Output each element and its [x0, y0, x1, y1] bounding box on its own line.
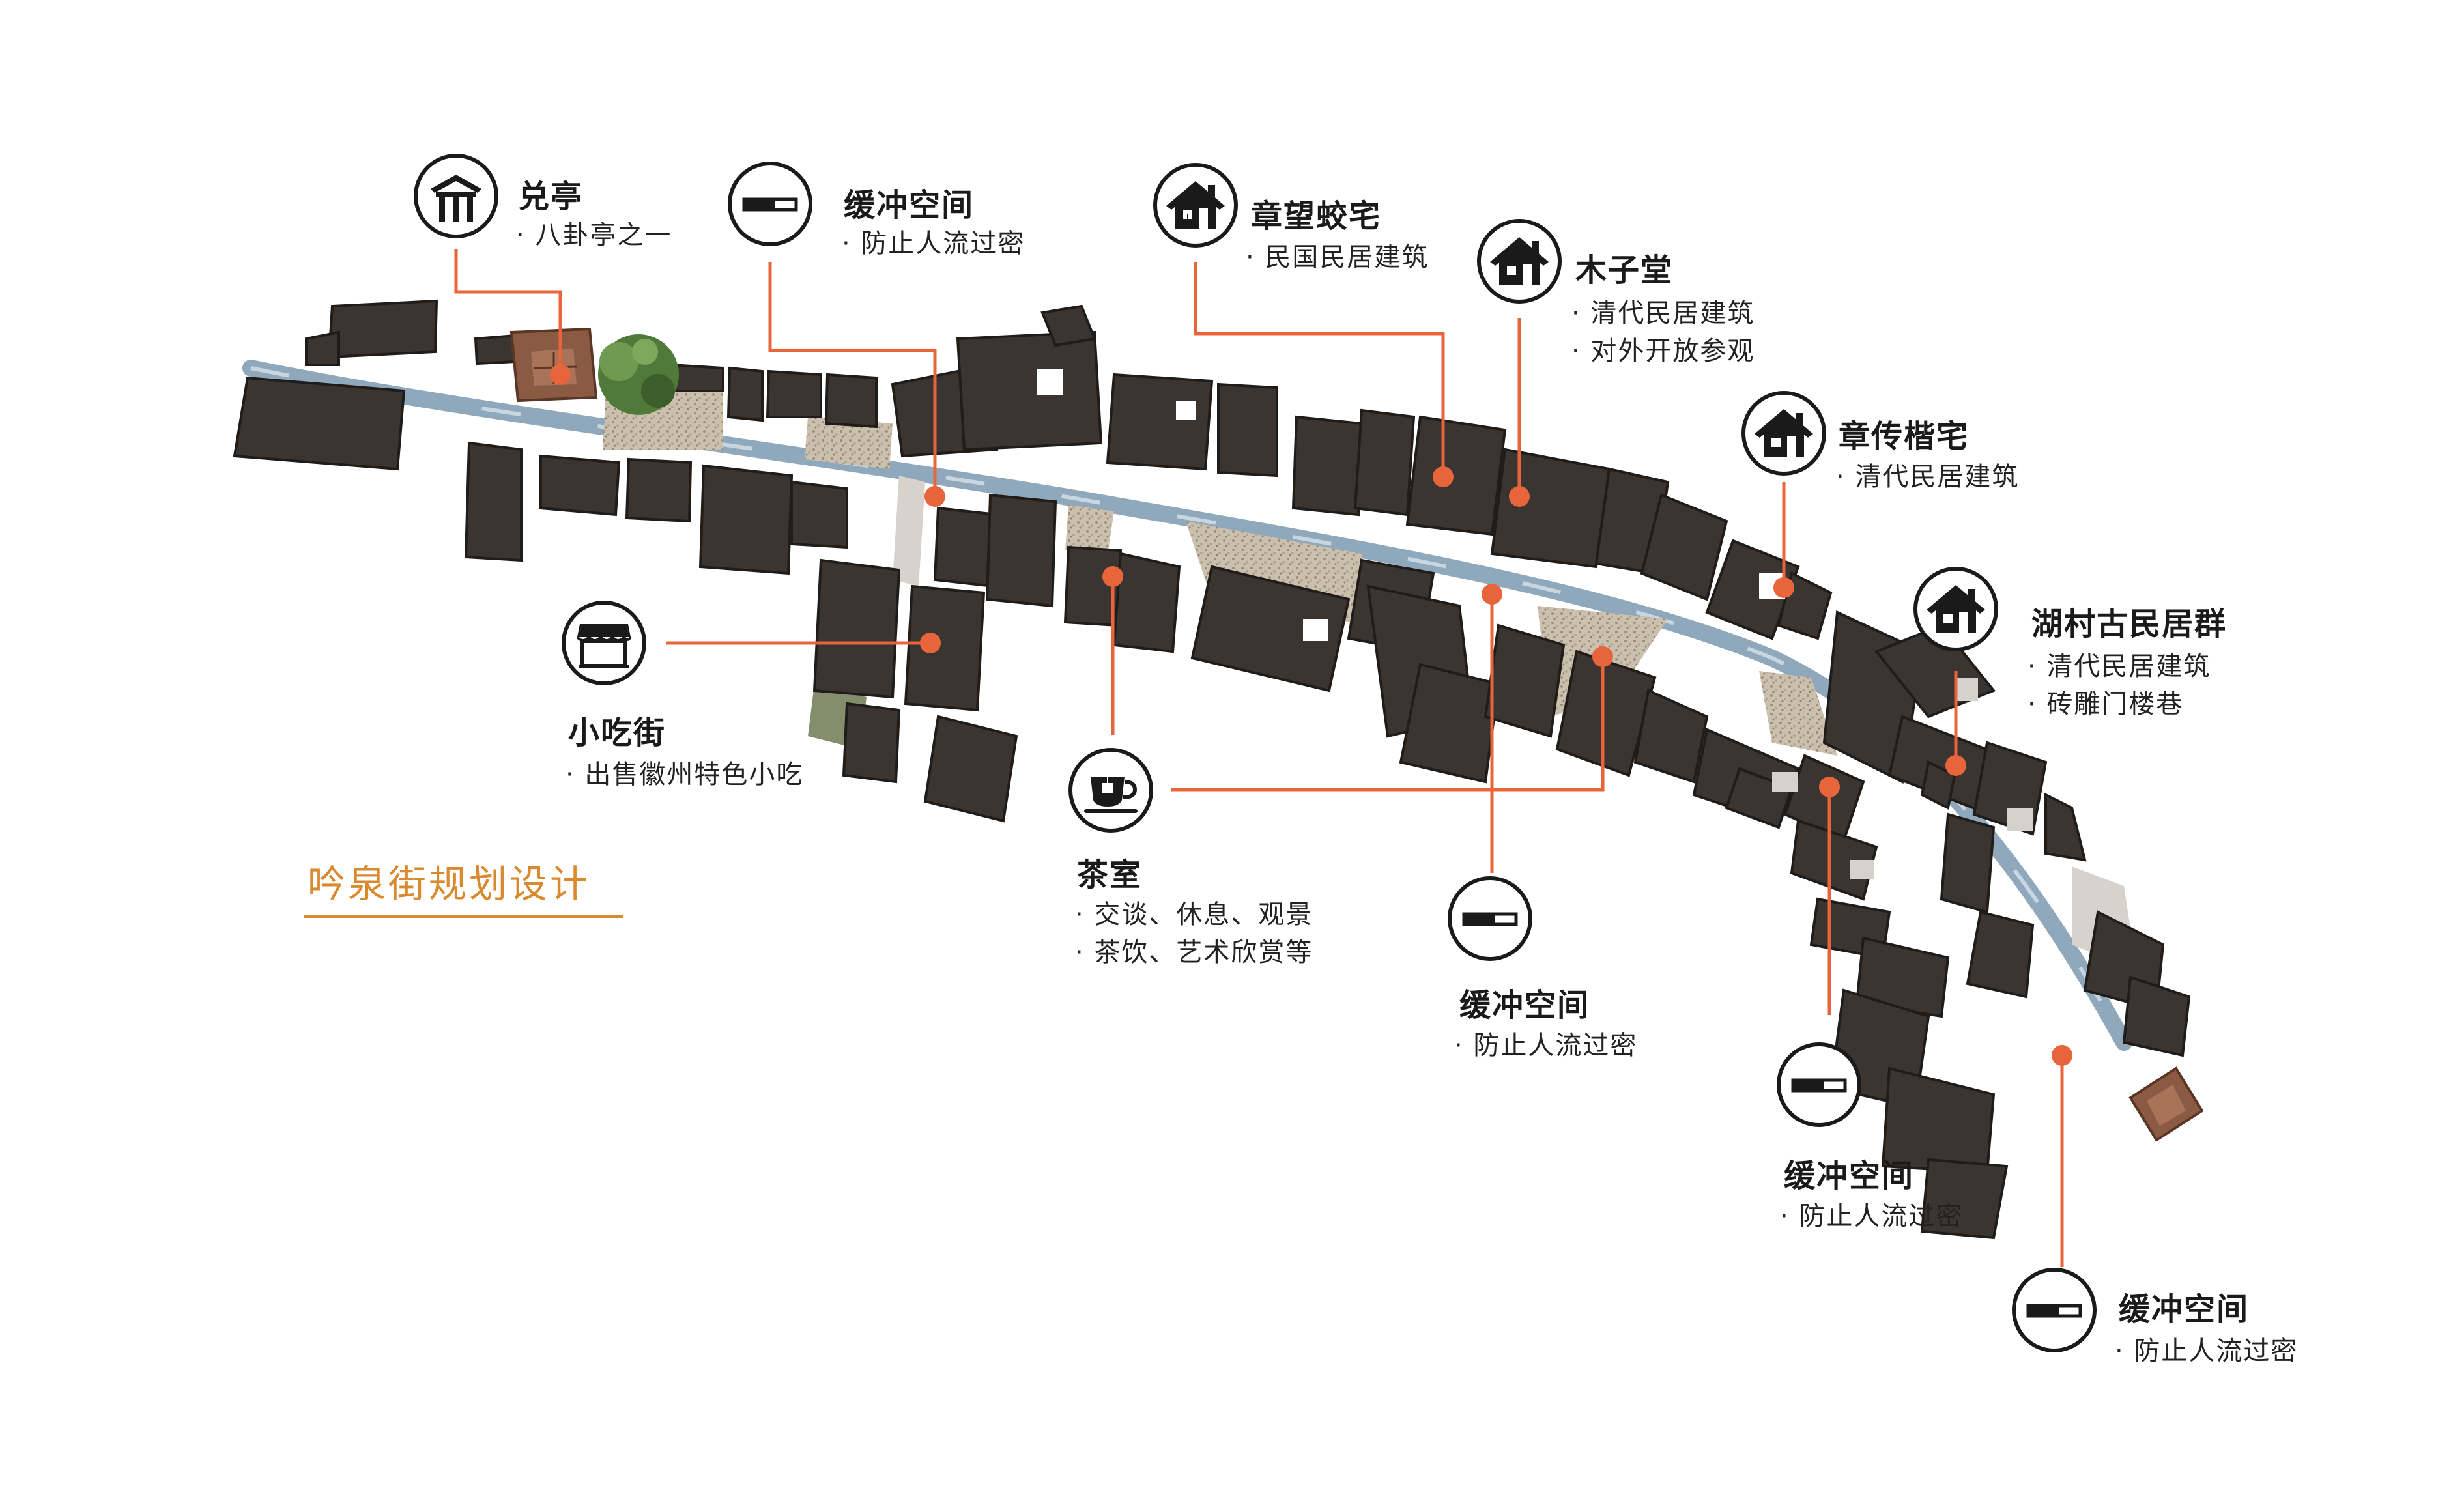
- page-title-underline: [304, 915, 623, 918]
- snack-desc: · 出售徽州特色小吃: [566, 756, 803, 793]
- muzitang-desc-line-1: · 清代民居建筑: [1571, 298, 1755, 328]
- leader-dot-buffer4: [2052, 1045, 2072, 1066]
- leader-dot-duiting: [550, 364, 571, 385]
- teacup-icon: [1068, 748, 1153, 833]
- buffer4-title: 缓冲空间: [2119, 1291, 2250, 1328]
- shop-icon: [562, 601, 646, 685]
- house-icon: [1477, 219, 1562, 304]
- leader-dot-snack: [920, 633, 941, 653]
- leader-dot-zhangwang: [1433, 466, 1454, 487]
- page-title: 吟泉街规划设计: [308, 862, 591, 906]
- east-lightwells: [1772, 678, 2033, 879]
- buffer3-desc: · 防止人流过密: [1780, 1197, 1963, 1235]
- south-pavilion-roof: [2128, 1066, 2204, 1142]
- building-roofs-east: [1790, 610, 2191, 1240]
- teahouse-desc-line-1: · 交谈、休息、观景: [1075, 900, 1313, 930]
- leader-teahouse-h: [1171, 657, 1605, 792]
- duiting-pavilion-roof: [509, 327, 598, 403]
- leader-dot-buffer1: [924, 486, 945, 507]
- zhangwang-desc-line: · 民国民居建筑: [1246, 242, 1429, 272]
- zhangwang-desc: · 民国民居建筑: [1246, 238, 1429, 276]
- leader-zhangwang: [1194, 262, 1445, 477]
- tree-canopy: [598, 334, 679, 415]
- leader-buffer1: [768, 262, 937, 496]
- snack-title: 小吃街: [568, 715, 666, 751]
- teahouse-title: 茶室: [1077, 857, 1143, 893]
- leader-dot-teahouse-h: [1592, 646, 1613, 667]
- leader-dots: [550, 364, 2072, 1066]
- zhangchuan-desc: · 清代民居建筑: [1836, 458, 2019, 496]
- buffer2-desc: · 防止人流过密: [1454, 1027, 1637, 1065]
- teahouse-desc: · 交谈、休息、观景 · 茶饮、艺术欣赏等: [1075, 896, 1313, 971]
- buffer3-desc-line: · 防止人流过密: [1780, 1201, 1964, 1231]
- buffer-icon: [1448, 876, 1532, 961]
- buffer-icon: [1777, 1042, 1861, 1127]
- house-icon: [1913, 567, 1998, 651]
- buffer-icon: [2012, 1268, 2097, 1352]
- duiting-title: 兑亭: [518, 179, 584, 215]
- leader-lines: [454, 249, 2064, 1267]
- zhangchuan-desc-line: · 清代民居建筑: [1836, 462, 2020, 492]
- buffer1-desc: · 防止人流过密: [842, 225, 1025, 263]
- leader-dot-buffer2: [1482, 584, 1502, 605]
- snack-desc-line: · 出售徽州特色小吃: [566, 760, 804, 790]
- buffer1-title: 缓冲空间: [844, 187, 975, 223]
- muzitang-desc: · 清代民居建筑 · 对外开放参观: [1571, 294, 1755, 370]
- buffer1-desc-line: · 防止人流过密: [842, 229, 1025, 259]
- buffer-icon: [728, 162, 812, 246]
- buffer4-desc-line: · 防止人流过密: [2115, 1336, 2299, 1366]
- buffer4-desc: · 防止人流过密: [2115, 1332, 2298, 1370]
- building-roofs-north: [233, 299, 1833, 640]
- house-icon: [1153, 163, 1238, 248]
- leader-dot-zhangchuan: [1773, 577, 1794, 598]
- hucun-title: 湖村古民居群: [2031, 606, 2228, 642]
- hucun-desc-line-1: · 清代民居建筑: [2027, 651, 2211, 681]
- muzitang-title: 木子堂: [1575, 252, 1674, 289]
- house-icon: [1741, 391, 1826, 476]
- muzitang-desc-line-2: · 对外开放参观: [1571, 336, 1755, 366]
- hucun-desc-line-2: · 砖雕门楼巷: [2027, 689, 2184, 719]
- teahouse-desc-line-2: · 茶饮、艺术欣赏等: [1075, 937, 1313, 967]
- buffer3-title: 缓冲空间: [1784, 1158, 1915, 1194]
- buffer2-desc-line: · 防止人流过密: [1454, 1031, 1638, 1061]
- duiting-desc: · 八卦亭之一: [516, 216, 672, 254]
- zhangchuan-title: 章传楷宅: [1839, 418, 1970, 455]
- leader-duiting: [454, 249, 562, 375]
- leader-dot-teahouse-v: [1102, 566, 1123, 587]
- pavilion-icon: [414, 154, 498, 238]
- leader-dot-buffer3: [1819, 777, 1840, 797]
- leader-dot-hucun: [1945, 755, 1966, 776]
- hucun-desc: · 清代民居建筑 · 砖雕门楼巷: [2027, 648, 2211, 723]
- duiting-desc-line: · 八卦亭之一: [516, 220, 672, 250]
- leader-dot-muzitang: [1509, 486, 1530, 507]
- zhangwang-title: 章望蛟宅: [1251, 198, 1382, 235]
- buffer2-title: 缓冲空间: [1459, 987, 1590, 1023]
